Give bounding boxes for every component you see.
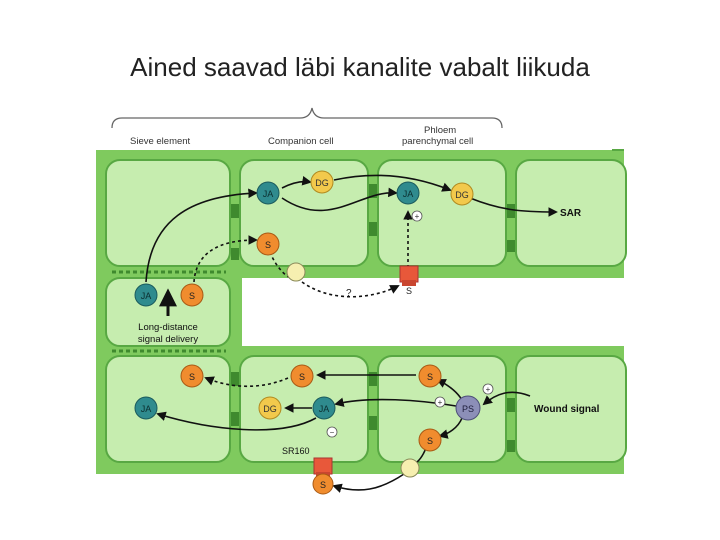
node-s-receptor-top: S [406, 286, 412, 296]
label-phloem: Phloem [424, 125, 456, 136]
node-dg-companion-top: DG [310, 170, 334, 194]
node-s-sieve-middle: S [180, 283, 204, 307]
sign-minus-sr160: − [326, 426, 338, 438]
svg-text:S: S [406, 286, 412, 296]
svg-text:JA: JA [319, 404, 330, 414]
svg-text:JA: JA [403, 189, 414, 199]
sign-plus-top: + [411, 210, 423, 222]
node-s-sieve-bottom: S [180, 364, 204, 388]
node-ps: PS [455, 395, 481, 421]
node-s-phloem-bottom-top: S [418, 364, 442, 388]
svg-text:S: S [427, 436, 433, 446]
arrow-dg-to-sar [469, 197, 558, 217]
node-ja-companion-bottom: JA [312, 396, 336, 420]
svg-text:+: + [415, 212, 420, 221]
label-long-distance-2: signal delivery [138, 334, 198, 345]
receptor-top [399, 265, 419, 286]
svg-text:JA: JA [263, 189, 274, 199]
vesicle-top [286, 262, 306, 282]
label-sr160: SR160 [282, 446, 310, 456]
arrow-sieve-ja-to-companion-ja [145, 188, 258, 283]
svg-text:JA: JA [141, 291, 152, 301]
vesicle-bottom [400, 458, 420, 478]
svg-text:S: S [265, 240, 271, 250]
node-s-phloem-bottom-low: S [418, 428, 442, 452]
svg-text:S: S [427, 372, 433, 382]
node-s-companion-bottom: S [290, 364, 314, 388]
slide-title: Ained saavad läbi kanalite vabalt liikud… [130, 52, 590, 82]
svg-text:+: + [438, 398, 443, 407]
svg-text:DG: DG [263, 404, 277, 414]
svg-text:JA: JA [141, 404, 152, 414]
arrows [145, 174, 558, 493]
node-ja-companion-top: JA [256, 181, 280, 205]
arrow-wound-to-ps [482, 391, 531, 406]
label-long-distance-1: Long-distance [138, 322, 198, 333]
sign-question: ? [346, 288, 352, 299]
arrow-s-to-sieve-s-dashed [204, 376, 289, 388]
node-dg-phloem-top: DG [450, 182, 474, 206]
arrow-ps-to-s-bottom [438, 417, 463, 439]
node-s-companion-top: S [256, 232, 280, 256]
node-dg-companion-bottom: DG [258, 396, 282, 420]
svg-text:−: − [330, 428, 335, 437]
svg-text:S: S [189, 372, 195, 382]
arrow-ja-to-sieve-ja [156, 411, 317, 431]
arrow-sieve-s-to-companion-s [193, 235, 258, 283]
label-parenchymal-cell: parenchymal cell [402, 136, 473, 147]
cell-walls [96, 149, 627, 474]
sign-plus-wound: + [482, 383, 494, 395]
node-ja-sieve-middle: JA [134, 283, 158, 307]
label-companion-cell: Companion cell [268, 136, 333, 147]
node-ja-phloem-top: JA [396, 181, 420, 205]
node-ja-sieve-bottom: JA [134, 396, 158, 420]
svg-text:DG: DG [315, 178, 329, 188]
top-brace [111, 107, 503, 129]
sign-plus-ps-left: + [434, 396, 446, 408]
label-wound-signal: Wound signal [534, 404, 600, 415]
svg-text:S: S [189, 291, 195, 301]
label-sieve-element: Sieve element [130, 136, 191, 147]
arrow-companion-ja-to-phloem-ja [281, 187, 398, 212]
svg-text:+: + [486, 385, 491, 394]
svg-text:PS: PS [462, 404, 474, 414]
node-s-sr160: S [312, 473, 334, 495]
svg-text:S: S [299, 372, 305, 382]
arrow-companion-dg-to-phloem-dg [333, 174, 452, 192]
svg-text:DG: DG [455, 190, 469, 200]
svg-text:S: S [320, 480, 326, 490]
label-sar: SAR [560, 208, 582, 219]
arrow-vesicle-to-s-receptor [332, 473, 405, 493]
arrow-ja-to-dg-top [281, 176, 312, 189]
